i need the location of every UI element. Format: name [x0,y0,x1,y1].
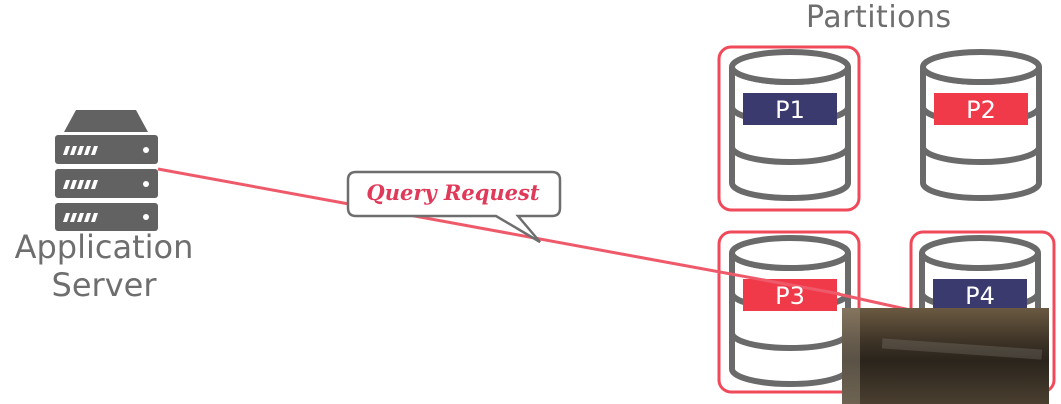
query-callout-bubble [346,170,562,244]
partition-label-p3: P3 [775,282,805,310]
server-label: Application Server [6,228,202,304]
webcam-overlay [842,308,1049,404]
partition-label-p2: P2 [966,96,996,124]
server-icon [55,110,158,231]
server-label-line2: Server [51,266,157,304]
partition-label-p4: P4 [965,282,995,310]
partition-box-p1 [717,45,861,212]
partition-band-p2 [934,93,1028,125]
partitions-title: Partitions [806,0,952,35]
partition-band-p4 [933,279,1027,311]
server-label-line1: Application [14,228,194,266]
partition-label-p1: P1 [775,96,805,124]
database-icon-p3 [729,235,851,387]
database-icon-p1 [729,49,851,201]
database-icon-p2 [920,49,1042,201]
partition-band-p1 [743,93,837,125]
query-request-label: Query Request [366,180,540,205]
query-request-line [157,167,841,296]
